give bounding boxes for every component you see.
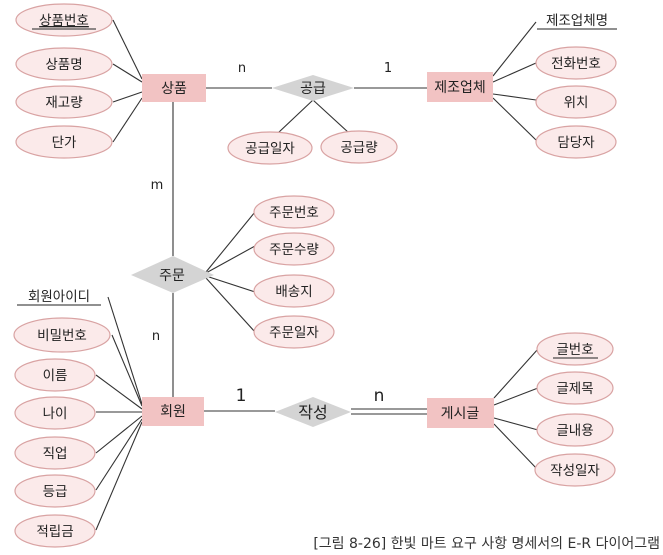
connector-lines [95, 19, 539, 531]
attribute-order-quantity: 주문수량 [253, 232, 335, 266]
cardinality-order-member: n [152, 329, 160, 344]
attribute-grade: 등급 [14, 474, 96, 508]
entity-product-label: 상품 [161, 81, 187, 97]
attribute-manager: 담당자 [535, 125, 617, 159]
cardinality-member-write: 1 [236, 386, 247, 406]
attribute-member-id: 회원아이디 [17, 289, 101, 306]
attribute-product-id: 상품번호 [15, 3, 113, 37]
attribute-password-label: 비밀번호 [37, 328, 87, 344]
attribute-order-date: 주문일자 [253, 315, 335, 349]
attribute-location-label: 위치 [564, 95, 589, 111]
cardinality-write-post: n [374, 386, 385, 406]
attribute-post-content: 글내용 [536, 413, 614, 447]
attribute-post-id-label: 글번호 [556, 342, 593, 358]
attribute-name-label: 이름 [43, 368, 68, 384]
attribute-points: 적립금 [14, 514, 96, 548]
attribute-job-label: 직업 [43, 446, 68, 462]
relationship-supply: 공급 [272, 75, 354, 101]
attribute-post-date: 작성일자 [534, 453, 616, 487]
attribute-stock: 재고량 [15, 85, 113, 119]
attribute-supply-date: 공급일자 [227, 131, 313, 165]
attribute-post-title-label: 글제목 [556, 381, 593, 397]
attribute-order-date-label: 주문일자 [269, 325, 319, 341]
attribute-age: 나이 [14, 396, 96, 430]
attribute-phone: 전화번호 [535, 46, 617, 80]
cardinality-product-supply: n [238, 61, 246, 76]
attribute-unit-price: 단가 [15, 125, 113, 159]
cardinality-product-order: m [151, 178, 164, 193]
attribute-location: 위치 [535, 85, 617, 119]
entity-product: 상품 [142, 74, 206, 102]
attribute-shipping-address-label: 배송지 [275, 284, 312, 300]
attribute-member-id-label: 회원아이디 [28, 289, 90, 305]
figure-caption: [그림 8-26] 한빛 마트 요구 사항 명세서의 E-R 다이어그램 [313, 536, 660, 552]
relationship-order-label: 주문 [159, 268, 185, 284]
attribute-product-name-label: 상품명 [45, 57, 82, 73]
attribute-job: 직업 [14, 436, 96, 470]
attribute-manufacturer-name: 제조업체명 [537, 13, 617, 30]
attribute-product-name: 상품명 [15, 47, 113, 81]
attribute-manager-label: 담당자 [557, 135, 595, 151]
attribute-order-quantity-label: 주문수량 [269, 242, 319, 258]
entity-post-label: 게시글 [441, 406, 480, 422]
attribute-stock-label: 재고량 [45, 95, 82, 111]
attribute-supply-amount-label: 공급량 [340, 140, 377, 156]
attribute-grade-label: 등급 [43, 484, 68, 500]
relationship-write: 작성 [275, 397, 351, 427]
attribute-supply-amount: 공급량 [320, 130, 398, 164]
attribute-post-title: 글제목 [536, 371, 614, 405]
attribute-phone-label: 전화번호 [551, 56, 601, 72]
attribute-unit-price-label: 단가 [52, 135, 77, 151]
entity-member: 회원 [142, 397, 204, 426]
attribute-order-id: 주문번호 [253, 195, 335, 229]
attribute-password: 비밀번호 [13, 317, 111, 353]
attribute-post-content-label: 글내용 [556, 423, 593, 439]
relationship-supply-label: 공급 [300, 81, 326, 97]
entity-member-label: 회원 [160, 404, 186, 420]
attribute-shipping-address: 배송지 [253, 274, 335, 308]
attribute-manufacturer-name-label: 제조업체명 [546, 13, 608, 29]
attribute-order-id-label: 주문번호 [269, 205, 319, 221]
attribute-supply-date-label: 공급일자 [245, 141, 295, 157]
attribute-post-date-label: 작성일자 [550, 463, 600, 479]
relationship-write-label: 작성 [298, 403, 327, 422]
entity-manufacturer-label: 제조업체 [434, 80, 486, 96]
attribute-post-id: 글번호 [536, 332, 614, 366]
cardinality-supply-manufacturer: 1 [384, 61, 392, 76]
relationship-order: 주문 [131, 256, 214, 293]
attribute-age-label: 나이 [43, 406, 68, 422]
entity-manufacturer: 제조업체 [427, 72, 493, 102]
attribute-product-id-label: 상품번호 [39, 13, 89, 29]
attribute-points-label: 적립금 [36, 524, 73, 540]
attribute-name: 이름 [14, 358, 96, 392]
entity-post: 게시글 [427, 398, 494, 428]
